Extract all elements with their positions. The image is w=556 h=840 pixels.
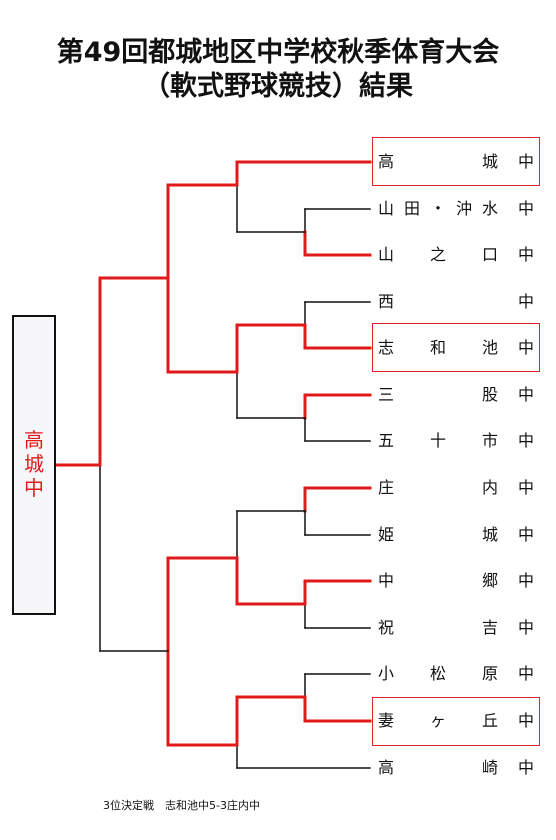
team-row: 妻 ヶ 丘中 [378, 709, 538, 733]
team-name-char: 祝 [378, 618, 395, 637]
team-name: 志和池 [378, 336, 498, 360]
team-name-char: 三 [378, 385, 395, 404]
team-name-char: 中 [378, 571, 395, 590]
team-suffix: 中 [517, 478, 534, 497]
team-name-char: 原 [481, 664, 498, 683]
team-name-char: 之 [429, 245, 446, 264]
team-name: 山田・沖水 [378, 197, 498, 221]
team-name-char: 内 [481, 478, 498, 497]
title-line-1: 第49回都城地区中学校秋季体育大会 [56, 37, 500, 68]
title-line-2: （軟式野球競技）結果 [143, 71, 413, 102]
team-row: 三股中 [378, 383, 538, 407]
team-name-char: 和 [429, 338, 446, 357]
team-row: 庄内中 [378, 476, 538, 500]
team-name-char: 城 [481, 525, 498, 544]
team-suffix: 中 [517, 758, 534, 777]
team-suffix: 中 [517, 199, 534, 218]
highlight-box-shiwachi [372, 323, 540, 372]
team-row: 山 之 口中 [378, 243, 538, 267]
team-name-char: 妻 [378, 711, 395, 730]
team-row: 山田・沖水中 [378, 197, 538, 221]
team-name: 中郷 [378, 569, 498, 593]
team-name-char: 丘 [481, 711, 498, 730]
team-row: 中郷中 [378, 569, 538, 593]
team-name-char: 五 [378, 431, 395, 450]
team-row: 西中 [378, 290, 538, 314]
team-name: 妻ヶ丘 [378, 709, 498, 733]
team-row: 姫城中 [378, 523, 538, 547]
team-name: 五十市 [378, 429, 498, 453]
team-name: 高崎 [378, 756, 498, 780]
team-name: 三股 [378, 383, 498, 407]
team-suffix: 中 [517, 571, 534, 590]
team-suffix: 中 [517, 385, 534, 404]
team-name-char: 沖 [455, 199, 472, 218]
team-row: 志 和 池中 [378, 336, 538, 360]
team-name-char: 口 [481, 245, 498, 264]
team-name-char: 松 [429, 664, 446, 683]
team-suffix: 中 [517, 431, 534, 450]
team-row: 小 松 原中 [378, 662, 538, 686]
team-suffix: 中 [517, 152, 534, 171]
team-name-char: ・ [429, 199, 446, 218]
team-row: 五 十 市中 [378, 429, 538, 453]
team-name: 山之口 [378, 243, 498, 267]
team-name: 祝吉 [378, 616, 498, 640]
team-name: 西 [378, 290, 498, 314]
team-row: 高城中 [378, 150, 538, 174]
champion-box [12, 315, 56, 615]
team-name-char: 池 [481, 338, 498, 357]
team-name-char: 志 [378, 338, 395, 357]
team-name-char: 高 [378, 758, 395, 777]
team-name-char: ヶ [429, 711, 446, 730]
team-row: 高崎中 [378, 756, 538, 780]
team-name-char: 高 [378, 152, 395, 171]
team-name-char: 山 [378, 245, 395, 264]
champion-char: 中 [24, 476, 44, 500]
team-name: 姫城 [378, 523, 498, 547]
team-name-char: 庄 [378, 478, 395, 497]
team-name-char: 姫 [378, 525, 395, 544]
team-name-char: 小 [378, 664, 395, 683]
team-name-char: 十 [429, 431, 446, 450]
team-name-char: 郷 [481, 571, 498, 590]
team-suffix: 中 [517, 338, 534, 357]
team-name-char: 城 [481, 152, 498, 171]
team-name: 小松原 [378, 662, 498, 686]
champion-name: 高 城 中 [12, 428, 56, 500]
team-row: 祝吉中 [378, 616, 538, 640]
team-name-char: 西 [378, 292, 395, 311]
champion-char: 高 [24, 428, 44, 452]
highlight-box-takajo [372, 137, 540, 186]
team-name-char: 市 [481, 431, 498, 450]
team-name-char: 股 [481, 385, 498, 404]
team-suffix: 中 [517, 664, 534, 683]
third-place-result: 3位決定戦 志和池中5-3庄内中 [103, 799, 260, 812]
team-name-char: 崎 [481, 758, 498, 777]
team-suffix: 中 [517, 525, 534, 544]
champion-char: 城 [24, 452, 44, 476]
highlight-box-tsumagaoka [372, 697, 540, 746]
team-suffix: 中 [517, 292, 534, 311]
team-name-char: 吉 [481, 618, 498, 637]
team-name: 庄内 [378, 476, 498, 500]
team-suffix: 中 [517, 245, 534, 264]
team-name: 高城 [378, 150, 498, 174]
team-name-char: 田 [403, 199, 420, 218]
team-suffix: 中 [517, 618, 534, 637]
team-suffix: 中 [517, 711, 534, 730]
team-name-char: 山 [378, 199, 395, 218]
team-name-char: 水 [481, 199, 498, 218]
